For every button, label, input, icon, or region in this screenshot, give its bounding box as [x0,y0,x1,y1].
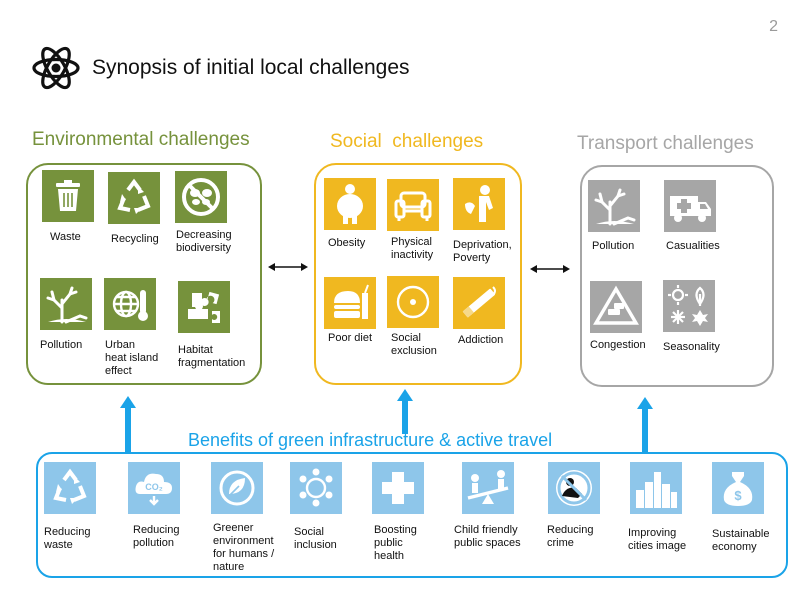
benefit-label-waste: Reducing waste [44,526,91,551]
leaf-circle-icon [211,462,263,514]
seasons-icon [663,280,715,332]
benefits-panel [36,452,788,578]
beggar-icon [453,178,505,230]
recycling-icon [108,172,160,224]
page-title: Synopsis of initial local challenges [92,56,410,79]
social-label-addiction: Addiction [458,334,504,346]
globe-thermometer-icon [104,278,156,330]
transport-label-congestion: Congestion [590,339,646,351]
ambulance-icon [664,180,716,232]
environmental-label-recycling: Recycling [111,233,159,245]
benefit-arrow-social [397,389,413,434]
benefit-label-greener: Greener environment for humans / nature [213,522,275,573]
dead-tree-icon [40,278,92,330]
transport-title: Transport challenges [577,133,754,154]
transport-panel [580,165,774,387]
people-circle-icon [290,462,342,514]
puzzle-pieces-icon [178,281,230,333]
social-label-inactivity: Physical inactivity [391,236,434,261]
city-skyline-icon [630,462,682,514]
money-bag-icon: $ [712,462,764,514]
benefit-label-inclusion: Social inclusion [294,526,337,551]
svg-text:$: $ [734,488,742,503]
social-label-exclusion: Social exclusion [391,332,437,357]
benefit-label-economy: Sustainable economy [712,528,770,553]
social-title: Social challenges [330,131,484,152]
transport-label-casualities: Casualities [666,240,720,252]
traffic-sign-icon [590,281,642,333]
benefit-arrow-transport [637,397,653,454]
co2-cloud-icon: CO₂ [128,462,180,514]
page-number: 2 [769,18,778,35]
medical-cross-icon [372,462,424,514]
environmental-label-habitat: Habitat fragmentation [178,344,246,369]
environmental-title: Environmental challenges [32,129,250,150]
transport-label-seasonality: Seasonality [663,341,720,353]
benefit-label-child-friendly: Child friendly public spaces [454,524,521,549]
obese-person-icon [324,178,376,230]
benefit-label-city-image: Improving cities image [628,527,687,552]
no-butterfly-icon [175,171,227,223]
armchair-icon [387,179,439,231]
seesaw-icon [462,462,514,514]
svg-text:CO₂: CO₂ [145,482,163,492]
environmental-label-waste: Waste [50,231,81,243]
link-arrow-social-transport [530,262,570,276]
environmental-label-biodiversity: Decreasing biodiversity [176,229,232,254]
environmental-label-heat-island: Urban heat island effect [105,339,159,377]
benefit-label-pollution: Reducing pollution [133,524,180,549]
environmental-panel [26,163,262,385]
benefit-label-health: Boosting public health [374,524,417,562]
social-label-poor-diet: Poor diet [328,332,373,344]
environmental-label-pollution: Pollution [40,339,83,351]
cigarette-icon [453,277,505,329]
recycling-icon [44,462,96,514]
transport-label-pollution: Pollution [592,240,635,252]
benefit-label-crime: Reducing crime [547,524,594,549]
benefits-title: Benefits of green infrastructure & activ… [188,430,553,450]
social-label-obesity: Obesity [328,237,366,249]
benefit-arrow-environmental [120,396,136,454]
link-arrow-env-social [268,260,308,274]
atom-icon [30,42,82,94]
social-panel [314,163,522,385]
fast-food-icon [324,277,376,329]
circle-dot-icon [387,276,439,328]
social-label-deprivation: Deprivation, Poverty [453,239,512,264]
no-crime-icon [548,462,600,514]
dead-tree-icon [588,180,640,232]
trash-can-icon [42,170,94,222]
